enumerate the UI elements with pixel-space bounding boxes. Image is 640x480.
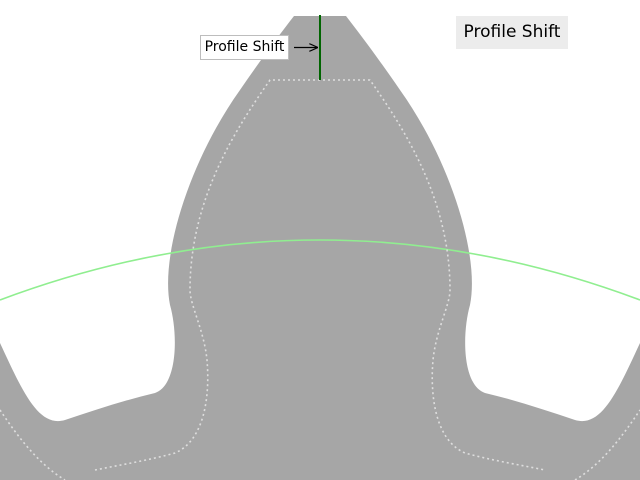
- pitch-circle: [0, 239, 640, 301]
- gear-body: [0, 16, 640, 480]
- diagram-title: Profile Shift: [456, 16, 568, 49]
- profile-shift-callout-label: Profile Shift: [200, 35, 289, 60]
